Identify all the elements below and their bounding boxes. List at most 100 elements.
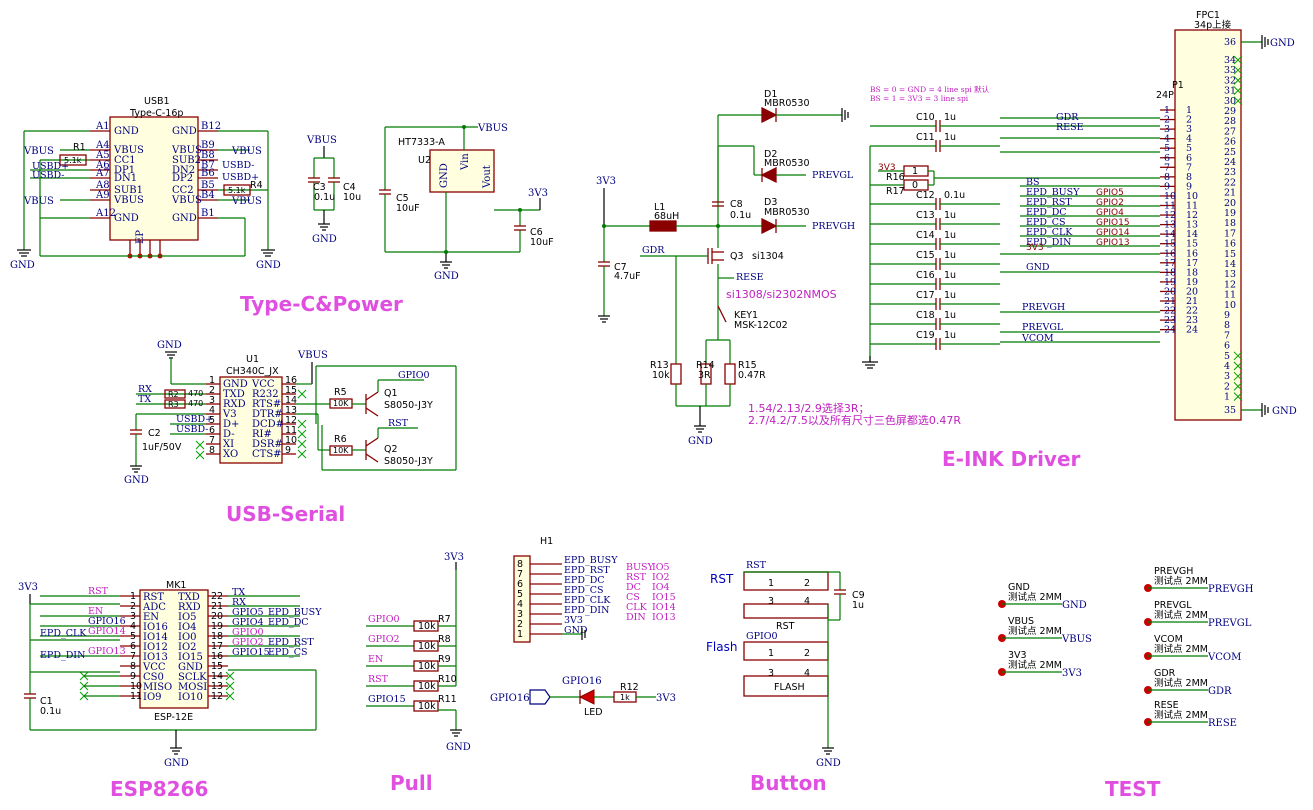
fpc-left-num: 11: [1164, 201, 1176, 212]
c5-val: 10uF: [396, 203, 420, 214]
usb-left-pin-num: A5: [95, 150, 110, 161]
usb-right-pin-name: GND: [172, 126, 197, 137]
fpc-right-num: 13: [1224, 269, 1236, 280]
fpc-cap-val: 0.1u: [944, 190, 965, 201]
fpc-right-num: 5: [1224, 351, 1230, 362]
usb-r1-ref: R1: [73, 142, 86, 153]
usb-value: Type-C-16p: [129, 108, 183, 119]
ch340-right-pin-num: 15: [285, 385, 297, 396]
esp-left-net: GPIO16: [88, 616, 126, 627]
fpc-sig-gpio: GPIO4: [1096, 208, 1124, 218]
esp-epd-din: EPD_DIN: [40, 650, 85, 661]
fpc-right-num: 35: [1224, 405, 1236, 416]
esp-right-pin-num: 14: [211, 671, 223, 682]
fpc-mid-num: 7: [1186, 162, 1192, 173]
fpc-cap-ref: C18: [916, 310, 935, 321]
test-point-net-flag: 3V3: [1062, 668, 1082, 679]
note-line2: 2.7/4.2/7.5以及所有尺寸三色屏都选0.47R: [748, 413, 961, 427]
fpc-mid-num: 22: [1186, 306, 1198, 317]
esp-left-net: EN: [88, 606, 103, 617]
fpc-mid-num: 9: [1186, 181, 1192, 192]
fpc-sig-net: EPD_DIN: [1026, 237, 1071, 248]
title-serial: USB-Serial: [226, 502, 345, 526]
fpc-3v3: 3V3: [1026, 243, 1044, 253]
fpc-gdr: GDR: [1056, 112, 1079, 123]
hdr-pin-net: EPD_CS: [564, 585, 603, 596]
pull-ref: R11: [438, 694, 457, 705]
fpc-mid-num: 1: [1186, 105, 1192, 116]
esp-right-pin-num: 16: [211, 651, 223, 662]
esp-right-net: GPIO15: [232, 647, 270, 658]
r16-val: 1: [912, 166, 918, 177]
esp-right-pin-num: 22: [211, 591, 223, 602]
test-point-net: GDR: [1154, 668, 1176, 679]
usb-dp-right: USBD+: [222, 172, 259, 183]
btn-flash-p4: 4: [804, 668, 810, 679]
c7-val: 4.7uF: [614, 271, 641, 282]
ch340-right-pin-name: CTS#: [252, 449, 282, 460]
title-power: Type-C&Power: [240, 292, 403, 316]
esp-right-pin-num: 12: [211, 691, 223, 702]
r13-ref: R13: [650, 360, 669, 371]
test-point-label: 测试点 2MM: [1154, 709, 1208, 721]
fpc-right-num: 26: [1224, 137, 1236, 148]
usb-ep-label: EP: [135, 230, 146, 244]
ldo-vbus: VBUS: [477, 123, 508, 134]
test-point-net: GND: [1008, 582, 1030, 593]
esp-left-pin-name: CS0: [143, 672, 164, 683]
fpc-right-num: 33: [1224, 65, 1236, 76]
usb-right-pin-num: B6: [201, 168, 215, 179]
fpc-left-num: 6: [1164, 153, 1170, 164]
r17-ref: R17: [886, 186, 905, 197]
fpc-cap-ref: C17: [916, 290, 935, 301]
fpc-left-num: 20: [1164, 286, 1176, 297]
fpc-right-num: 10: [1224, 300, 1236, 311]
test-point-net-flag: VCOM: [1207, 652, 1241, 663]
fpc-left-num: 17: [1164, 258, 1176, 269]
ch340-left-pin-name: GND: [223, 379, 248, 390]
btn-flash-label: Flash: [706, 640, 737, 654]
fpc-right-num: 20: [1224, 198, 1236, 209]
ch340-left-pin-num: 7: [209, 435, 215, 446]
usb-left-pin-name: VBUS: [113, 145, 144, 156]
esp-right-pin-num: 20: [211, 611, 223, 622]
esp-right-epd: EPD_CS: [268, 647, 307, 658]
fpc-right-num: 24: [1224, 157, 1236, 168]
esp-left-pin-name: EN: [143, 612, 159, 623]
usb-dp-left: USBD+: [32, 161, 69, 172]
fpc-right-num: 18: [1224, 218, 1236, 229]
fpc-mid-num: 6: [1186, 153, 1192, 164]
fpc-mid-num: 16: [1186, 248, 1198, 259]
pull-net: RST: [368, 674, 389, 685]
fpc-right-num: 19: [1224, 208, 1236, 219]
r6-val: 10K: [333, 446, 349, 455]
esp-right-pin-name: GND: [178, 662, 203, 673]
r6-ref: R6: [334, 434, 347, 445]
q2-rst: RST: [388, 418, 409, 429]
fpc-left-num: 10: [1164, 191, 1176, 202]
c3-ref: C3: [313, 182, 326, 193]
fpc-sig-gpio: GPIO13: [1096, 238, 1130, 248]
fpc-cap-ref: C14: [916, 230, 935, 241]
fpc-mid-num: 3: [1186, 124, 1192, 135]
c6-ref: C6: [530, 227, 543, 238]
hdr-pin-net: GND: [564, 625, 588, 636]
c5-ref: C5: [396, 193, 409, 204]
fpc-gnd-top: GND: [1270, 38, 1295, 49]
btn-rst-label: RST: [710, 572, 734, 586]
usb-left-pin-num: A4: [95, 140, 110, 151]
usb-right-pin-num: B8: [201, 150, 215, 161]
hdr-pin-num: 2: [517, 619, 523, 630]
fpc-mid-num: 8: [1186, 172, 1192, 183]
fpc-sig-net: BS: [1026, 177, 1040, 188]
fpc-cap-val: 1u: [944, 132, 956, 143]
fpc-sig-gpio: GPIO14: [1096, 228, 1130, 238]
d3-prevgh: PREVGH: [812, 221, 855, 232]
ch340-left-pin-name: D-: [223, 429, 235, 440]
usb-right-pin-num: B4: [201, 190, 215, 201]
fpc-right-num: 1: [1224, 392, 1230, 403]
esp-right-pin-name: RXD: [178, 602, 201, 613]
fpc-left-num: 22: [1164, 306, 1176, 317]
bs-note2: BS = 1 = 3V3 = 3 line spi: [870, 94, 969, 103]
